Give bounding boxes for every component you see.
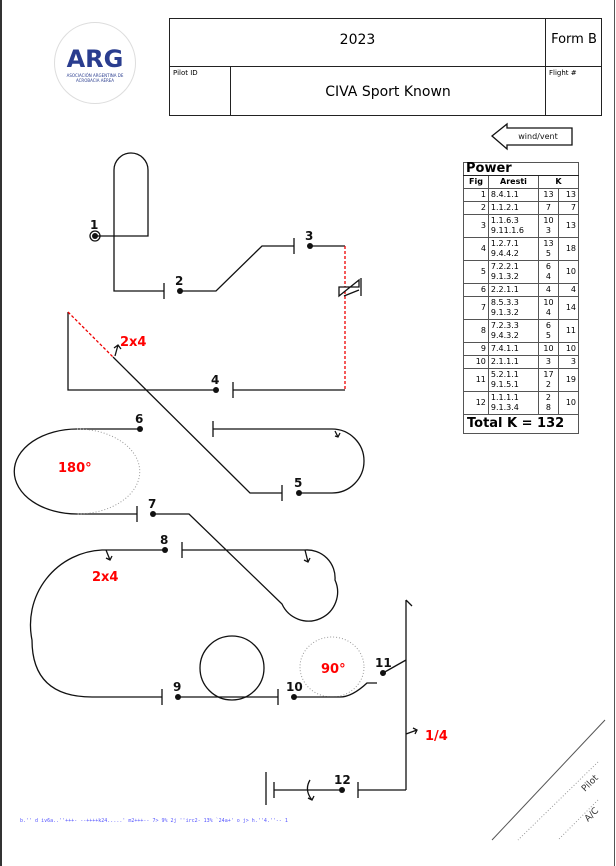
k-value: 3 [545, 226, 551, 235]
aresti-code: 2.2.1.1 [490, 285, 519, 294]
flight-label: Flight # [549, 69, 577, 77]
sequence-code: b.'' d iv6a..''+++- --++++k24.....' m2++… [20, 818, 288, 824]
aresti-code: 7.2.2.1 [490, 262, 519, 271]
aresti-code: 1.1.1.1 [490, 393, 519, 402]
snap-roll-icon [338, 278, 362, 298]
fig-number-7: 7 [148, 497, 156, 511]
aresti-code: 9.4.3.2 [490, 331, 519, 340]
sequence-name: CIVA Sport Known [325, 84, 451, 100]
pilot-id-label: Pilot ID [173, 69, 198, 77]
logo-subtitle: ASOCIACIÓN ARGENTINA DE ACROBACIA AÉREA [66, 73, 124, 83]
k-value: 13 [543, 190, 554, 199]
form-label: Form B [551, 32, 597, 47]
annotation-90: 90° [321, 662, 346, 677]
aresti-code: 1.1.2.1 [490, 203, 519, 212]
fig-cell: 11 [463, 368, 489, 392]
fig-number-2: 2 [175, 274, 183, 288]
aresti-code: 1.2.7.1 [490, 239, 519, 248]
aresti-code: 1.1.6.3 [490, 216, 519, 225]
fig-number-11: 11 [375, 656, 392, 670]
club-logo: ARG ASOCIACIÓN ARGENTINA DE ACROBACIA AÉ… [54, 22, 136, 104]
annotation-2x4-fig4: 2x4 [120, 335, 146, 350]
fig-number-9: 9 [173, 680, 181, 694]
k-value: 4 [545, 308, 551, 317]
k-value: 7 [545, 203, 551, 212]
signature-divider [491, 719, 606, 841]
year: 2023 [339, 32, 376, 48]
wind-label: wind/vent [518, 132, 557, 141]
k-value: 6 [545, 262, 551, 271]
ac-signature-label: A/C [583, 806, 601, 824]
fig-cell: 12 [463, 391, 489, 415]
header-box: 2023 Form B Pilot ID CIVA Sport Known Fl… [169, 18, 602, 116]
aresti-code: 5.2.1.1 [490, 370, 519, 379]
k-value: 10 [543, 298, 554, 307]
k-value: 8 [545, 403, 551, 412]
aresti-code: 9.4.4.2 [490, 249, 519, 258]
fig-number-8: 8 [160, 533, 168, 547]
k-value: 10 [543, 216, 554, 225]
aresti-code: 7.2.3.3 [490, 321, 519, 330]
k-value: 5 [545, 249, 551, 258]
fig-number-4: 4 [211, 373, 219, 387]
fig-number-5: 5 [294, 476, 302, 490]
fig-number-1: 1 [90, 218, 98, 232]
annotation-quarter-roll: 1/4 [425, 729, 448, 744]
right-border [614, 0, 615, 866]
pilot-signature-label: Pilot [580, 773, 601, 794]
k-value: 2 [545, 380, 551, 389]
aresti-code: 9.1.5.1 [490, 380, 519, 389]
figure-dots [92, 233, 386, 793]
aresti-code: 2.1.1.1 [490, 357, 519, 366]
k-value: 2 [545, 393, 551, 402]
fig-number-3: 3 [305, 229, 313, 243]
aresti-code: 9.11.1.6 [490, 226, 524, 235]
k-value: 4 [545, 285, 551, 294]
aresti-code: 7.4.1.1 [490, 344, 519, 353]
k-value: 13 [543, 239, 554, 248]
k-value: 5 [545, 331, 551, 340]
k-value: 3 [545, 357, 551, 366]
aresti-code: 9.1.3.4 [490, 403, 519, 412]
aresti-code: 9.1.3.2 [490, 272, 519, 281]
fig-number-10: 10 [286, 680, 303, 694]
fig-number-12: 12 [334, 773, 351, 787]
wind-arrow-icon [490, 122, 573, 151]
k-value: 17 [543, 370, 554, 379]
k-value: 10 [543, 344, 554, 353]
logo-text: ARG [66, 45, 124, 73]
aresti-code: 8.4.1.1 [490, 190, 519, 199]
k-value: 6 [545, 321, 551, 330]
total-k: Total K = 132 [463, 414, 579, 434]
aresti-code: 9.1.3.2 [490, 308, 519, 317]
annotation-180: 180° [58, 461, 92, 476]
k-value: 4 [545, 272, 551, 281]
fig-number-6: 6 [135, 412, 143, 426]
annotation-2x4-fig8: 2x4 [92, 570, 118, 585]
k-total-cell: 10 [557, 391, 580, 415]
aresti-code: 8.5.3.3 [490, 298, 519, 307]
